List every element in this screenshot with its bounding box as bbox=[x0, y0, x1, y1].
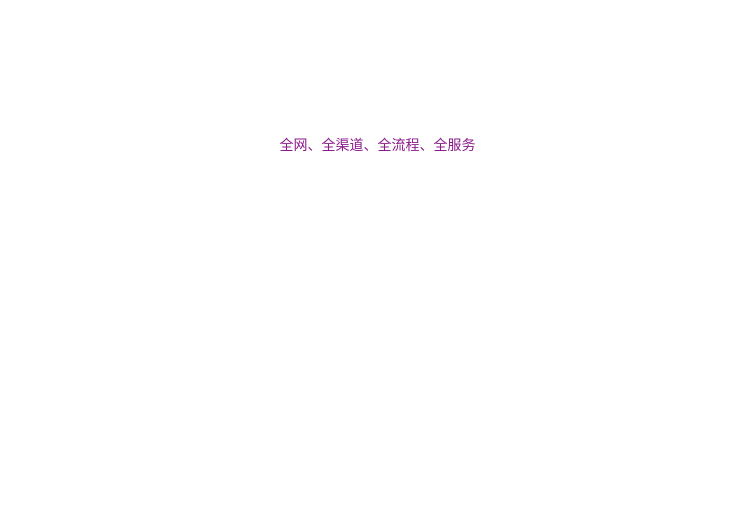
tagline-text: 全网、全渠道、全流程、全服务 bbox=[279, 138, 476, 154]
